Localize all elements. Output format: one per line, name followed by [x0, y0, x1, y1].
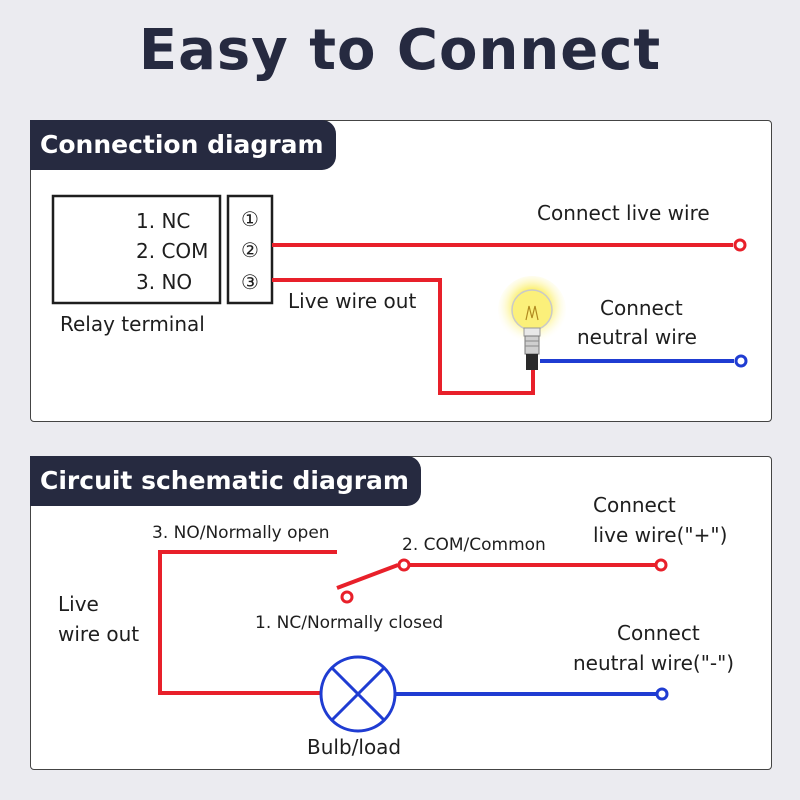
bulb-icon: [498, 276, 566, 370]
connect-neutral-label-1: Connect: [600, 296, 683, 320]
connect-live-label-2: live wire("+"): [593, 523, 727, 547]
terminal-com-label: 2. COM: [136, 239, 208, 263]
connect-neutral-label-2: neutral wire("-"): [573, 651, 734, 675]
connection-diagram-heading: Connection diagram: [30, 120, 336, 170]
connect-neutral-label-1: Connect: [617, 621, 700, 645]
live-wire-out-line: [158, 550, 337, 695]
schematic-diagram-panel: [30, 456, 772, 770]
live-wire-out: [272, 278, 535, 395]
live-wire-terminal: [733, 238, 747, 252]
live-wire-out-label-2: wire out: [58, 622, 139, 646]
live-wire-out-label-1: Live: [58, 592, 99, 616]
terminal-number-3: ③: [241, 270, 259, 294]
normally-open-label: 3. NO/Normally open: [152, 523, 330, 543]
switch-arm: [336, 563, 399, 590]
terminal-no-label: 3. NO: [136, 270, 192, 294]
load-lamp-icon: [319, 655, 397, 733]
connect-neutral-label-2: neutral wire: [577, 325, 697, 349]
page-title: Easy to Connect: [138, 18, 662, 83]
neutral-terminal: [655, 687, 669, 701]
terminal-number-1: ①: [241, 207, 259, 231]
connect-live-label-1: Connect: [593, 493, 676, 517]
live-terminal: [654, 558, 668, 572]
terminal-nc-label: 1. NC: [136, 209, 190, 233]
terminal-number-2: ②: [241, 238, 259, 262]
terminal-block: [226, 194, 274, 305]
common-label: 2. COM/Common: [402, 535, 546, 555]
schematic-diagram-heading: Circuit schematic diagram: [30, 456, 421, 506]
relay-box: [51, 194, 222, 305]
relay-terminal-label: Relay terminal: [60, 312, 205, 336]
com-contact: [397, 558, 411, 572]
normally-closed-label: 1. NC/Normally closed: [255, 613, 443, 633]
bulb-load-label: Bulb/load: [307, 735, 401, 759]
connect-live-wire-label: Connect live wire: [537, 201, 710, 225]
live-wire-out-label: Live wire out: [288, 289, 416, 313]
neutral-wire-terminal: [734, 354, 748, 368]
nc-contact: [340, 590, 354, 604]
